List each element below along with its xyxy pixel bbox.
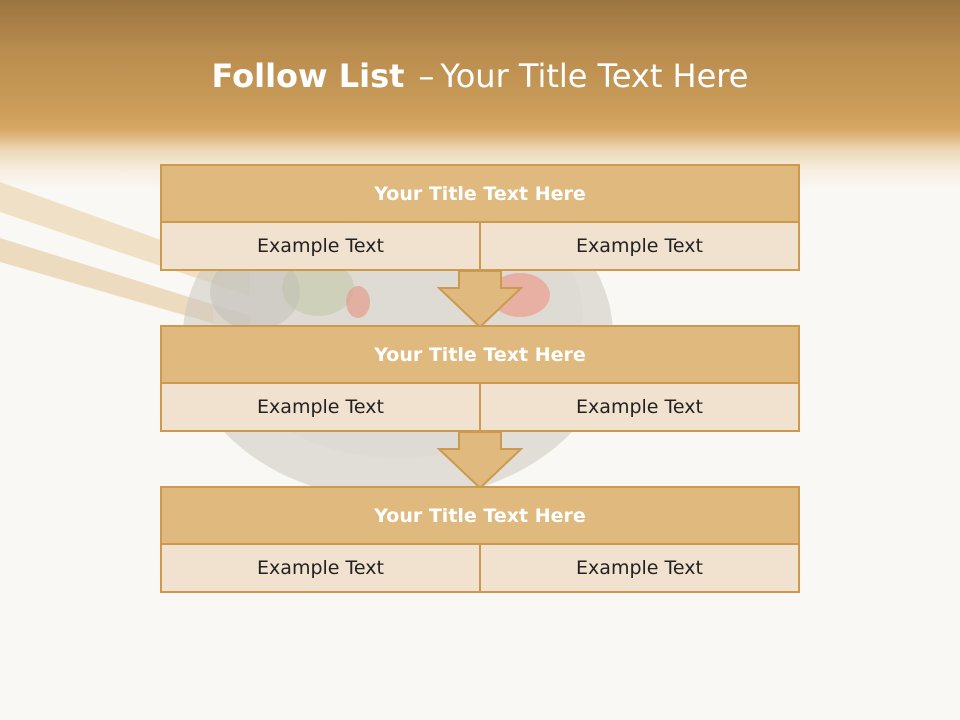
step-title: Your Title Text Here bbox=[162, 488, 798, 543]
step-row: Example Text Example Text bbox=[162, 545, 798, 591]
sushi-seaweed-left bbox=[210, 254, 300, 330]
slide-title-rest: Your Title Text Here bbox=[440, 57, 749, 95]
step-cell-left: Example Text bbox=[162, 223, 479, 269]
down-arrow-icon bbox=[437, 270, 523, 328]
slide-title-bold: Follow List bbox=[211, 57, 405, 95]
step-box-3: Your Title Text Here Example Text Exampl… bbox=[160, 486, 800, 593]
step-row: Example Text Example Text bbox=[162, 223, 798, 269]
down-arrow-icon bbox=[437, 431, 523, 489]
slide-title-separator: – bbox=[418, 57, 435, 95]
step-cell-left: Example Text bbox=[162, 384, 479, 430]
step-cell-right: Example Text bbox=[481, 545, 798, 591]
header-band bbox=[0, 0, 960, 190]
step-title: Your Title Text Here bbox=[162, 166, 798, 221]
step-cell-left: Example Text bbox=[162, 545, 479, 591]
step-box-1: Your Title Text Here Example Text Exampl… bbox=[160, 164, 800, 271]
step-cell-right: Example Text bbox=[481, 223, 798, 269]
chopstick-lower bbox=[0, 238, 250, 334]
sushi-filling-red-small bbox=[346, 286, 370, 318]
step-title: Your Title Text Here bbox=[162, 327, 798, 382]
sushi-filling-green bbox=[282, 260, 354, 316]
step-box-2: Your Title Text Here Example Text Exampl… bbox=[160, 325, 800, 432]
sushi-filling-red bbox=[490, 273, 550, 317]
step-cell-right: Example Text bbox=[481, 384, 798, 430]
slide-title: Follow List–Your Title Text Here bbox=[0, 52, 960, 100]
step-row: Example Text Example Text bbox=[162, 384, 798, 430]
